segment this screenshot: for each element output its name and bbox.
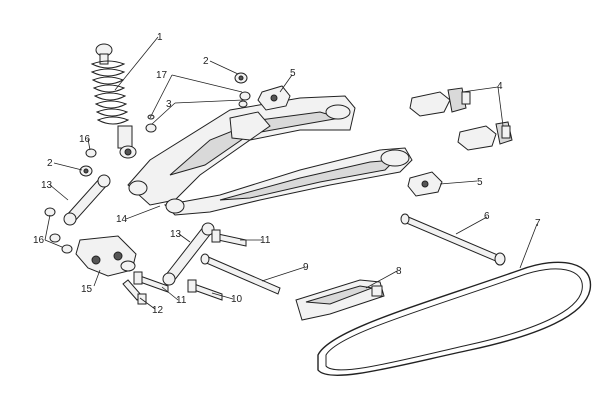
callout-2-upper: 2	[203, 56, 209, 67]
nut-3-lower	[145, 114, 157, 133]
tie-rod-left	[63, 174, 111, 226]
callout-16-upper: 16	[79, 134, 91, 145]
chain-guide	[295, 279, 385, 321]
callout-8: 8	[396, 266, 402, 277]
callout-13-right: 13	[170, 229, 182, 240]
adjuster-block-upper	[257, 85, 291, 111]
callout-7: 7	[535, 218, 541, 229]
pivot-shaft	[200, 253, 281, 295]
nut-16-lower-group	[44, 207, 73, 254]
swing-arm	[127, 95, 413, 216]
callout-2-lower: 2	[47, 158, 53, 169]
callout-11-lower: 11	[176, 295, 187, 306]
nut-16-upper	[85, 148, 97, 158]
callout-17: 17	[156, 70, 168, 81]
bolt-11-lower	[133, 271, 169, 293]
washer-17	[238, 100, 248, 108]
bolt-10	[187, 279, 223, 301]
callout-4: 4	[497, 81, 503, 92]
callout-6: 6	[484, 211, 490, 222]
rocker-link	[75, 235, 137, 277]
callout-13-left: 13	[41, 180, 53, 191]
callout-labels: 1 2 2 3 4 5 5 6 7 8 9 10 11 11 12 13 13 …	[33, 32, 541, 316]
callout-9: 9	[303, 262, 309, 273]
rear-shock-absorber	[90, 43, 137, 159]
callout-14: 14	[116, 214, 128, 225]
drive-chain	[317, 261, 592, 376]
callout-16-lower: 16	[33, 235, 45, 246]
leader-lines	[44, 36, 538, 310]
callout-1: 1	[157, 32, 163, 43]
rear-axle	[400, 213, 506, 266]
callout-15: 15	[81, 284, 93, 295]
tensioner-plate-upper	[409, 87, 471, 117]
adjuster-block-lower	[407, 171, 443, 197]
nut-2-upper	[234, 72, 248, 84]
callout-5-upper: 5	[290, 68, 296, 79]
callout-12: 12	[152, 305, 164, 316]
nut-3-upper	[239, 91, 251, 101]
nut-2-lower	[79, 165, 93, 177]
tensioner-plate-lower	[457, 121, 513, 151]
callout-11-upper: 11	[260, 235, 271, 246]
callout-5-lower: 5	[477, 177, 483, 188]
tie-rod-right	[162, 222, 215, 286]
callout-10: 10	[231, 294, 243, 305]
bolt-11-upper	[211, 229, 247, 247]
callout-3: 3	[166, 99, 172, 110]
